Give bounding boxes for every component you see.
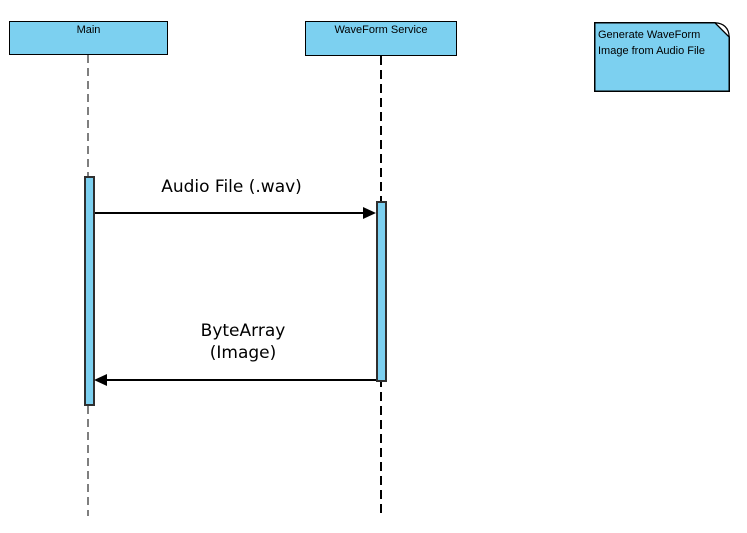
message-label-line-1: ByteArray: [200, 321, 286, 341]
message-line-audio-file[interactable]: [95, 212, 363, 214]
arrowhead-right-icon: [363, 207, 376, 219]
activation-bar-main[interactable]: [84, 176, 95, 406]
lifeline-name-main: Main: [76, 24, 101, 36]
note-text-line-1: Generate WaveForm: [598, 29, 701, 41]
note-text: Generate WaveForm Image from Audio File: [598, 27, 727, 59]
message-label-line-2: (Image): [209, 343, 277, 363]
note-shape: [594, 22, 730, 92]
lifeline-head-waveform-service[interactable]: WaveForm Service: [305, 21, 457, 56]
lifeline-head-main[interactable]: Main: [9, 21, 168, 55]
message-label-audio-file[interactable]: Audio File (.wav): [161, 177, 302, 197]
message-label-bytearray[interactable]: ByteArray (Image): [103, 320, 383, 364]
message-line-bytearray[interactable]: [107, 379, 376, 381]
lifeline-name-waveform-service: WaveForm Service: [334, 24, 428, 36]
activation-bar-waveform-service[interactable]: [376, 201, 387, 382]
arrowhead-left-icon: [94, 374, 107, 386]
note-text-line-2: Image from Audio File: [598, 45, 705, 57]
note-generate-waveform[interactable]: Generate WaveForm Image from Audio File: [594, 22, 730, 92]
